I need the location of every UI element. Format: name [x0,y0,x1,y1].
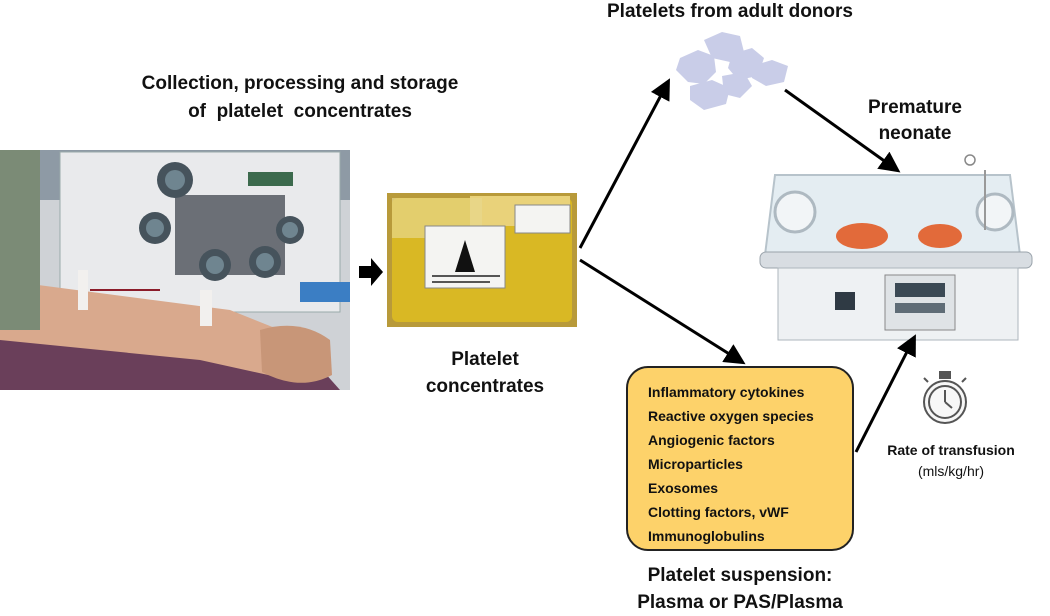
collection-label-line-2: of platelet concentrates [188,101,412,122]
neonate-label-line-1: Premature [868,97,962,118]
arrow-to-adult-platelets [578,78,670,249]
suspension-contents-box: Inflammatory cytokines Reactive oxygen s… [626,366,854,551]
platelet-concentrates-line-2: concentrates [425,376,545,397]
suspension-label-line-1: Platelet suspension: [647,565,833,586]
neonate-label: Premature neonate [850,95,980,147]
platelet-cells-icon [676,32,788,110]
suspension-item: Angiogenic factors [648,432,775,448]
rate-label-line-2: (mls/kg/hr) [917,463,985,479]
donor-photo [0,150,350,390]
arrow-to-suspension [579,258,746,365]
neonate-label-line-2: neonate [878,123,952,144]
collection-label-line-1: Collection, processing and storage [141,73,459,94]
platelet-concentrates-label: Platelet concentrates [405,346,565,400]
suspension-item: Clotting factors, vWF [648,504,789,520]
suspension-label-line-2: Plasma or PAS/Plasma [637,592,843,613]
block-arrow [359,258,383,286]
rate-label-line-1: Rate of transfusion [887,442,1015,458]
suspension-item: Immunoglobulins [648,528,765,544]
stopwatch-icon [923,371,967,424]
suspension-item: Microparticles [648,456,743,472]
suspension-item: Reactive oxygen species [648,408,814,424]
arrow-platelets-to-neonate [784,88,901,173]
rate-label: Rate of transfusion (mls/kg/hr) [866,440,1036,482]
suspension-item: Inflammatory cytokines [648,384,805,400]
adult-donors-label: Platelets from adult donors [607,1,853,22]
neonatal-incubator-photo [759,154,1035,345]
suspension-label: Platelet suspension: Plasma or PAS/Plasm… [600,562,880,616]
arrow-suspension-to-neonate [854,334,916,453]
platelet-concentrates-line-1: Platelet [451,349,519,370]
platelet-bags-photo [387,193,577,327]
suspension-item: Exosomes [648,480,719,496]
collection-label: Collection, processing and storage of pl… [100,70,500,126]
